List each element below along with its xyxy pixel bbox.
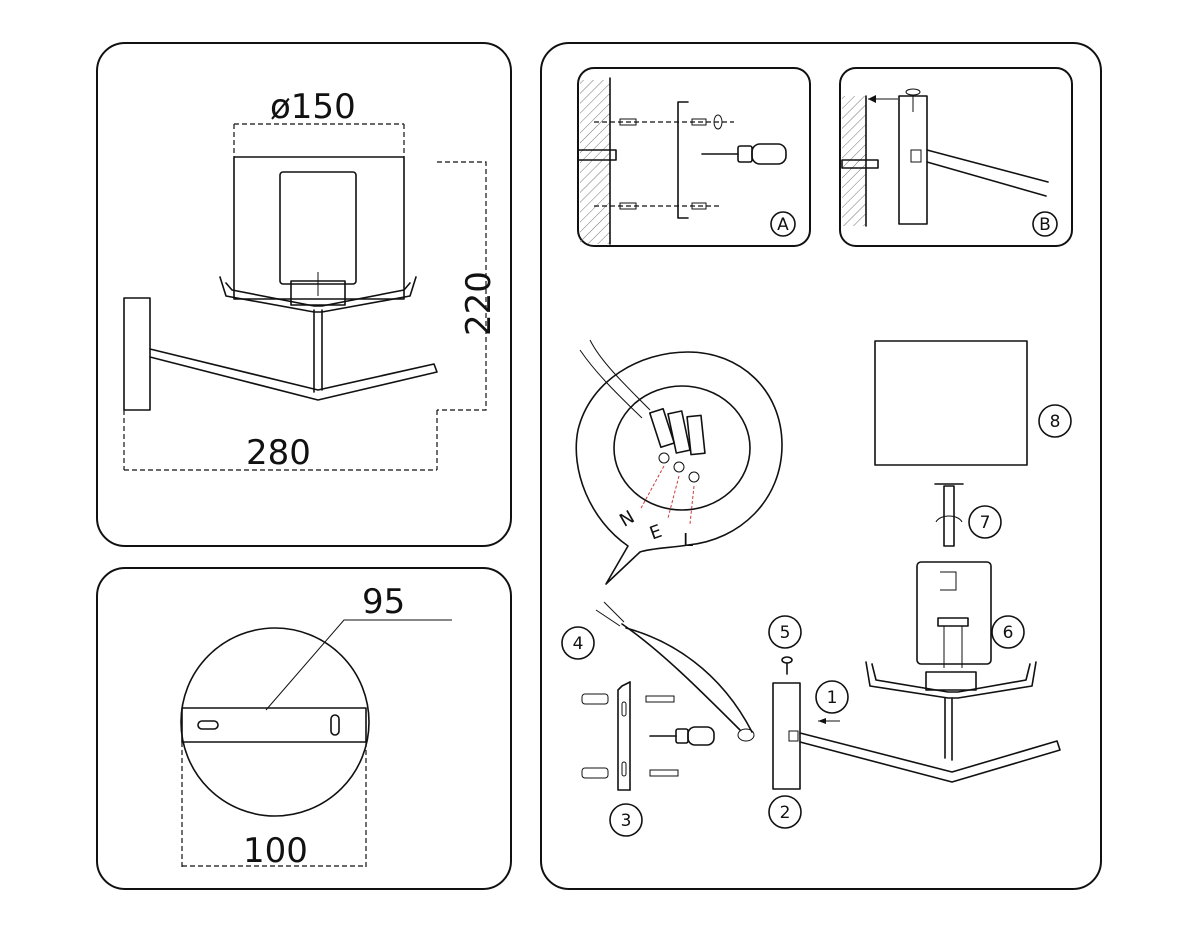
width-dimension: 280 (246, 433, 311, 473)
mounting-bracket (181, 707, 367, 743)
slot-hole-right (330, 714, 340, 736)
slot-hole-left (197, 720, 219, 730)
step-7-6-assembly: 7 6 (865, 483, 1037, 761)
detail-b-label: B (1039, 215, 1051, 235)
installation-panel: A B (540, 42, 1102, 890)
wire-l-label: L (683, 530, 693, 551)
cup-holder (219, 276, 417, 313)
plate-dimension: 100 (243, 831, 308, 871)
side-view-panel: ø150 220 280 (96, 42, 512, 547)
diameter-dimension: ø150 (270, 87, 356, 127)
lamp-arm (149, 348, 438, 401)
step-1-label: 1 (827, 688, 838, 708)
step-3-label: 3 (621, 811, 632, 831)
canopy-plate (772, 682, 801, 790)
step-5-label: 5 (780, 623, 791, 643)
height-dimension: 220 (459, 271, 499, 336)
detail-a-label: A (777, 215, 789, 235)
lamp-shade (233, 156, 405, 300)
step-6-label: 6 (1003, 623, 1014, 643)
step-1-2-canopy: 1 2 5 (768, 615, 1061, 829)
bracket-dimension: 95 (362, 582, 405, 622)
step-3-4-bracket: 4 3 (561, 601, 755, 837)
mounting-plate-panel: 95 100 (96, 567, 512, 890)
detail-a: A (577, 67, 811, 247)
glass-shade (916, 561, 992, 665)
step-2-label: 2 (780, 803, 791, 823)
step-8-shade: 8 (874, 340, 1072, 466)
step-7-label: 7 (980, 513, 991, 533)
step-8-label: 8 (1050, 412, 1061, 432)
detail-b: B (839, 67, 1073, 247)
canopy-circle (180, 627, 370, 817)
step-4-label: 4 (573, 634, 584, 654)
wall-plate (123, 297, 151, 411)
